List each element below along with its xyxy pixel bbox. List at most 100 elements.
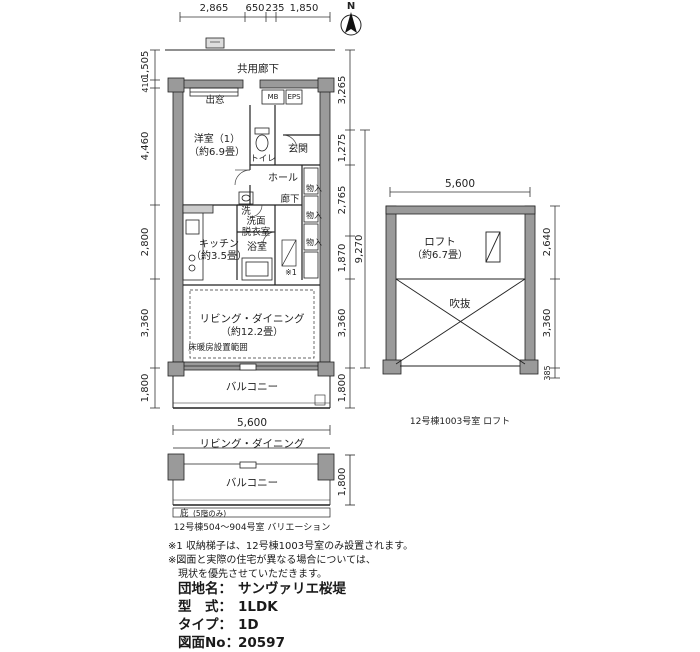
top-dim-3: 235 xyxy=(265,3,284,14)
bottom-dimension-line xyxy=(172,425,331,435)
washbasin-icon xyxy=(238,191,254,205)
mid-dim-2: 1,275 xyxy=(337,134,348,163)
info-row-subtype: タイプ： 1D xyxy=(178,616,346,634)
meter-box xyxy=(261,89,303,105)
left-dim-3: 4,460 xyxy=(140,132,151,161)
loft-top-dimension xyxy=(389,187,531,197)
north-arrow-icon xyxy=(340,12,362,36)
storage-label-2: 物入 xyxy=(306,210,322,220)
kitchen-label: キッチン xyxy=(199,238,239,250)
left-dimension-line xyxy=(150,49,160,409)
left-dim-5: 3,360 xyxy=(140,309,151,338)
loft-atrium-label: 吹抜 xyxy=(450,297,471,310)
variation-eave-label: 庇 xyxy=(180,508,189,519)
variation-caption: 12号棟504〜904号室 バリエーション xyxy=(174,521,331,533)
mid-dim-4: 9,270 xyxy=(354,235,365,264)
info-label: 型 式： xyxy=(178,599,232,615)
note-line-2: ※図面と実際の住宅が異なる場合については、 xyxy=(168,555,376,566)
top-dimension-line xyxy=(179,12,331,22)
info-label: タイプ： xyxy=(178,617,232,633)
storage-label-1: 物入 xyxy=(306,183,322,193)
western-room-size: （約6.9畳） xyxy=(189,145,245,158)
living-label: リビング・ダイニング xyxy=(200,312,305,325)
top-dim-4: 1,850 xyxy=(290,3,319,14)
loft-dim-2: 3,360 xyxy=(542,309,553,338)
north-label: N xyxy=(347,1,355,12)
loft-right-dimension xyxy=(550,205,560,379)
bay-window-label: 出窓 xyxy=(205,94,224,106)
notes: ※1 収納梯子は、12号棟1003号室のみ設置されます。 ※図面と実際の住宅が異… xyxy=(168,540,413,582)
bathtub-icon xyxy=(241,257,273,281)
info-row-drawing-no: 図面No： 20597 xyxy=(178,634,346,652)
wash-label: 洗 xyxy=(241,205,251,217)
toilet-icon xyxy=(254,127,270,152)
storage-label-3: 物入 xyxy=(306,237,322,247)
note-line-3: 現状を優先させていただきます。 xyxy=(168,569,327,580)
left-dim-4: 2,800 xyxy=(140,228,151,257)
info-value: 20597 xyxy=(238,635,285,651)
common-corridor xyxy=(165,37,335,51)
variation-living-label: リビング・ダイニング xyxy=(200,437,305,450)
info-label: 図面No： xyxy=(178,635,240,651)
hall-label: ホール xyxy=(268,172,298,184)
storage-closets xyxy=(303,167,319,279)
corridor-label: 共用廊下 xyxy=(237,62,279,75)
top-dim-1: 2,865 xyxy=(200,3,229,14)
entrance-label: 玄関 xyxy=(288,142,308,155)
note-line-1: ※1 収納梯子は、12号棟1003号室のみ設置されます。 xyxy=(168,541,414,552)
variation-balcony-label: バルコニー xyxy=(226,477,278,489)
loft-dim-3: 385 xyxy=(543,365,552,380)
top-dim-2: 650 xyxy=(245,3,264,14)
balcony xyxy=(172,376,331,409)
property-info: 団地名： サンヴァリエ桜堤 型 式： 1LDK タイプ： 1D 図面No： 20… xyxy=(178,580,346,652)
bath-label: 浴室 xyxy=(247,240,267,253)
balcony-window xyxy=(184,363,318,371)
changing-room-label: 脱衣室 xyxy=(242,226,271,238)
variation-eave-note: (5階のみ) xyxy=(193,508,226,518)
balcony-label: バルコニー xyxy=(226,381,278,393)
loft-atrium-label-bg xyxy=(444,296,476,310)
mb-label: MB xyxy=(268,93,279,101)
variation-dim: 1,800 xyxy=(337,468,348,497)
variation-plan xyxy=(167,447,355,518)
kitchen-counter xyxy=(182,204,214,281)
info-row-type: 型 式： 1LDK xyxy=(178,598,346,616)
hallway-label: 廊下 xyxy=(280,193,299,205)
door-swings xyxy=(234,134,298,245)
info-value: サンヴァリエ桜堤 xyxy=(238,581,346,597)
floor-heating-label: 床暖房設置範囲 xyxy=(188,342,248,353)
note-mark: ※1 xyxy=(285,268,297,277)
left-dim-1: 1,505 xyxy=(140,51,151,80)
loft-dim-1: 2,640 xyxy=(542,228,553,257)
info-row-complex: 団地名： サンヴァリエ桜堤 xyxy=(178,580,346,598)
floor-heating-zone xyxy=(189,289,315,359)
mid-dimension-line xyxy=(345,49,370,409)
kitchen-size: （約3.5畳） xyxy=(191,249,247,262)
eps-label: EPS xyxy=(287,93,301,101)
loft-size: （約6.7畳） xyxy=(412,248,468,261)
info-label: 団地名： xyxy=(178,581,232,597)
loft-caption: 12号棟1003号室 ロフト xyxy=(410,415,510,427)
mid-dim-6: 3,360 xyxy=(337,309,348,338)
info-value: 1D xyxy=(238,617,259,633)
mid-dim-1: 3,265 xyxy=(337,76,348,105)
interior-partitions xyxy=(183,105,320,286)
left-dim-6: 1,800 xyxy=(140,374,151,403)
bottom-dim: 5,600 xyxy=(237,417,267,429)
left-dim-2: 410 xyxy=(141,77,150,92)
washroom-label: 洗面 xyxy=(246,215,265,227)
mid-dim-5: 1,870 xyxy=(337,244,348,273)
toilet-label: トイレ xyxy=(250,154,276,164)
loft-interior xyxy=(395,231,526,367)
info-value: 1LDK xyxy=(238,599,278,615)
mid-dim-3: 2,765 xyxy=(337,186,348,215)
living-size: （約12.2畳） xyxy=(221,325,283,338)
loft-walls xyxy=(382,205,539,375)
storage-ladder-icon xyxy=(281,239,297,267)
mid-dim-7: 1,800 xyxy=(337,374,348,403)
loft-title: ロフト xyxy=(424,236,456,248)
western-room-label: 洋室（1） xyxy=(194,132,240,145)
loft-top-dim: 5,600 xyxy=(445,178,475,190)
bay-window xyxy=(189,87,239,97)
